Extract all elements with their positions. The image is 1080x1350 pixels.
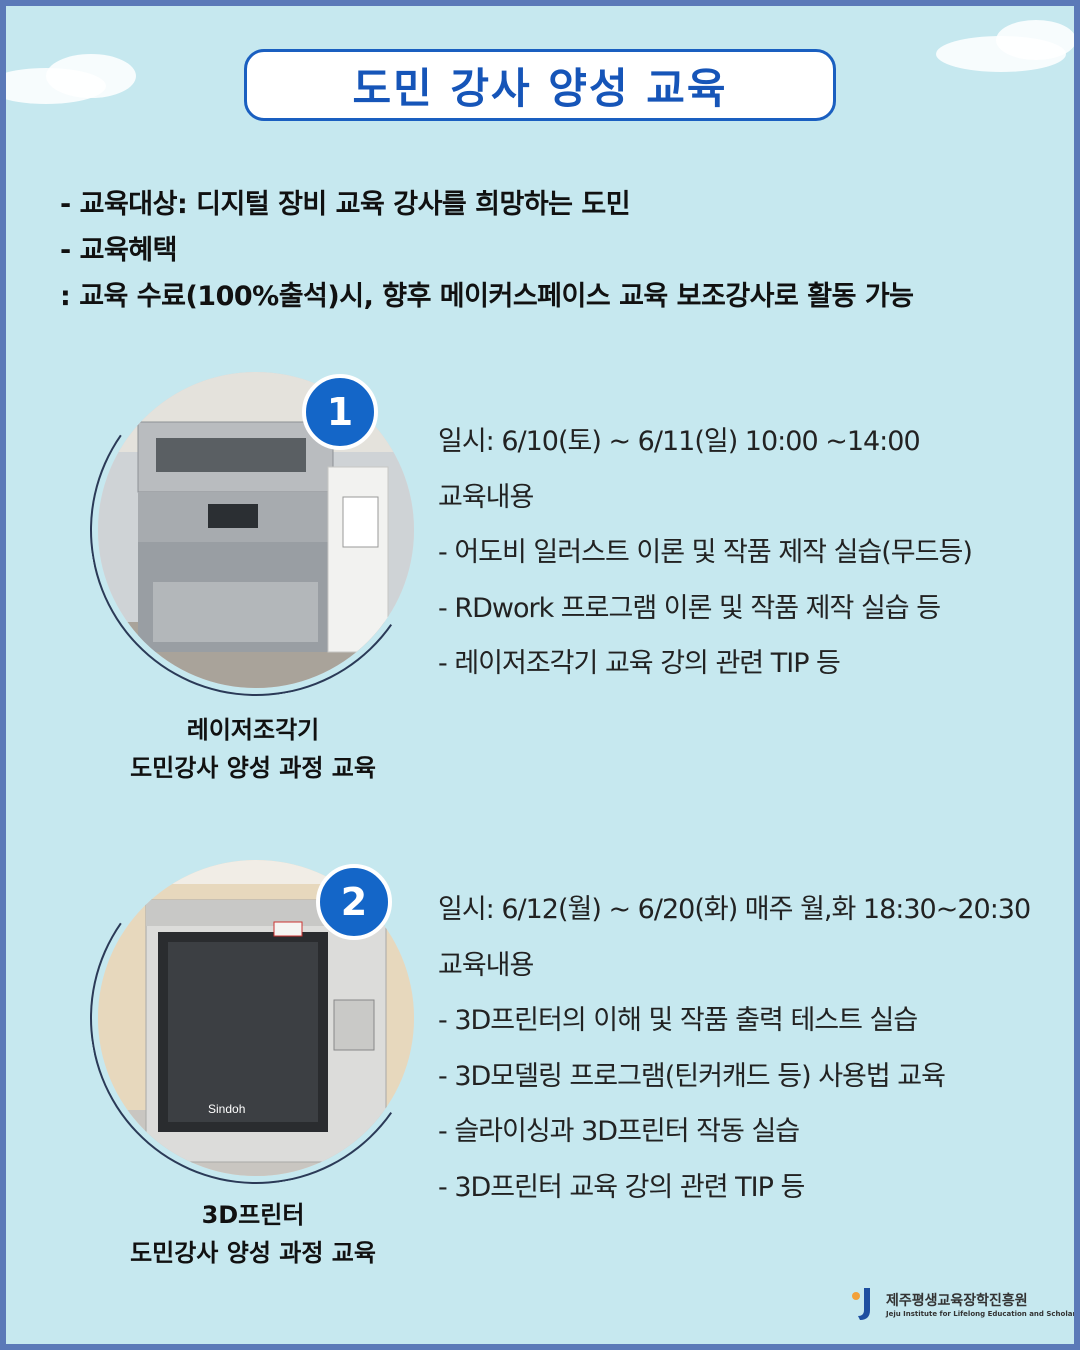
caption-title: 레이저조각기 [186, 716, 320, 744]
page-title: 도민 강사 양성 교육 [352, 63, 728, 113]
course-content-label: 교육내용 [438, 481, 534, 513]
logo-name-ko: 제주평생교육장학진흥원 [886, 1293, 1028, 1309]
course-number: 2 [340, 880, 368, 924]
3d-printer-photo: Sindoh 2 [63, 825, 449, 1211]
course-schedule: 일시: 6/10(토) ~ 6/11(일) 10:00 ~14:00 [438, 426, 921, 457]
intro-benefit-label: - 교육혜택 [60, 235, 177, 266]
course-item: - RDwork 프로그램 이론 및 작품 제작 실습 등 [438, 592, 941, 624]
3d-printer-image: Sindoh [98, 860, 414, 1176]
institute-logo: 제주평생교육장학진흥원 Jeju Institute for Lifelong … [850, 1286, 1074, 1322]
course-item: - 3D프린터의 이해 및 작품 출력 테스트 실습 [438, 1005, 918, 1036]
laser-engraver-photo: 1 [63, 337, 449, 723]
caption-subtitle: 도민강사 양성 과정 교육 [130, 1239, 376, 1267]
course-details: 일시: 6/12(월) ~ 6/20(화) 매주 월,화 18:30~20:30… [438, 882, 1031, 1215]
course-item: - 3D모델링 프로그램(틴커캐드 등) 사용법 교육 [438, 1060, 946, 1092]
course-caption: 3D프린터 도민강사 양성 과정 교육 [98, 1196, 408, 1272]
logo-name-en: Jeju Institute for Lifelong Education an… [886, 1310, 1074, 1318]
printer-brand: Sindoh [208, 1102, 245, 1116]
course-item: - 슬라이싱과 3D프린터 작동 실습 [438, 1116, 800, 1147]
caption-subtitle: 도민강사 양성 과정 교육 [130, 754, 376, 782]
cloud-decoration [46, 54, 136, 98]
intro-target: - 교육대상: 디지털 장비 교육 강사를 희망하는 도민 [60, 189, 631, 220]
intro-benefit-text: : 교육 수료(100%출석)시, 향후 메이커스페이스 교육 보조강사로 활동… [60, 281, 914, 312]
course-number: 1 [326, 390, 354, 434]
caption-title: 3D프린터 [201, 1201, 305, 1229]
institute-logo-icon [852, 1288, 870, 1320]
course-item: - 레이저조각기 교육 강의 관련 TIP 등 [438, 648, 841, 679]
title-box: 도민 강사 양성 교육 [244, 49, 836, 121]
intro-section: - 교육대상: 디지털 장비 교육 강사를 희망하는 도민 - 교육혜택 : 교… [60, 182, 914, 320]
course-number-badge: 1 [302, 374, 378, 450]
course-schedule: 일시: 6/12(월) ~ 6/20(화) 매주 월,화 18:30~20:30 [438, 894, 1031, 925]
course-caption: 레이저조각기 도민강사 양성 과정 교육 [98, 711, 408, 787]
course-item: - 3D프린터 교육 강의 관련 TIP 등 [438, 1171, 805, 1203]
course-item: - 어도비 일러스트 이론 및 작품 제작 실습(무드등) [438, 537, 973, 568]
course-number-badge: 2 [316, 864, 392, 940]
cloud-decoration [996, 20, 1074, 60]
logo-text: 제주평생교육장학진흥원 Jeju Institute for Lifelong … [886, 1290, 1074, 1318]
course-details: 일시: 6/10(토) ~ 6/11(일) 10:00 ~14:00 교육내용 … [438, 414, 973, 692]
poster: 도민 강사 양성 교육 - 교육대상: 디지털 장비 교육 강사를 희망하는 도… [6, 6, 1074, 1344]
course-content-label: 교육내용 [438, 949, 534, 981]
